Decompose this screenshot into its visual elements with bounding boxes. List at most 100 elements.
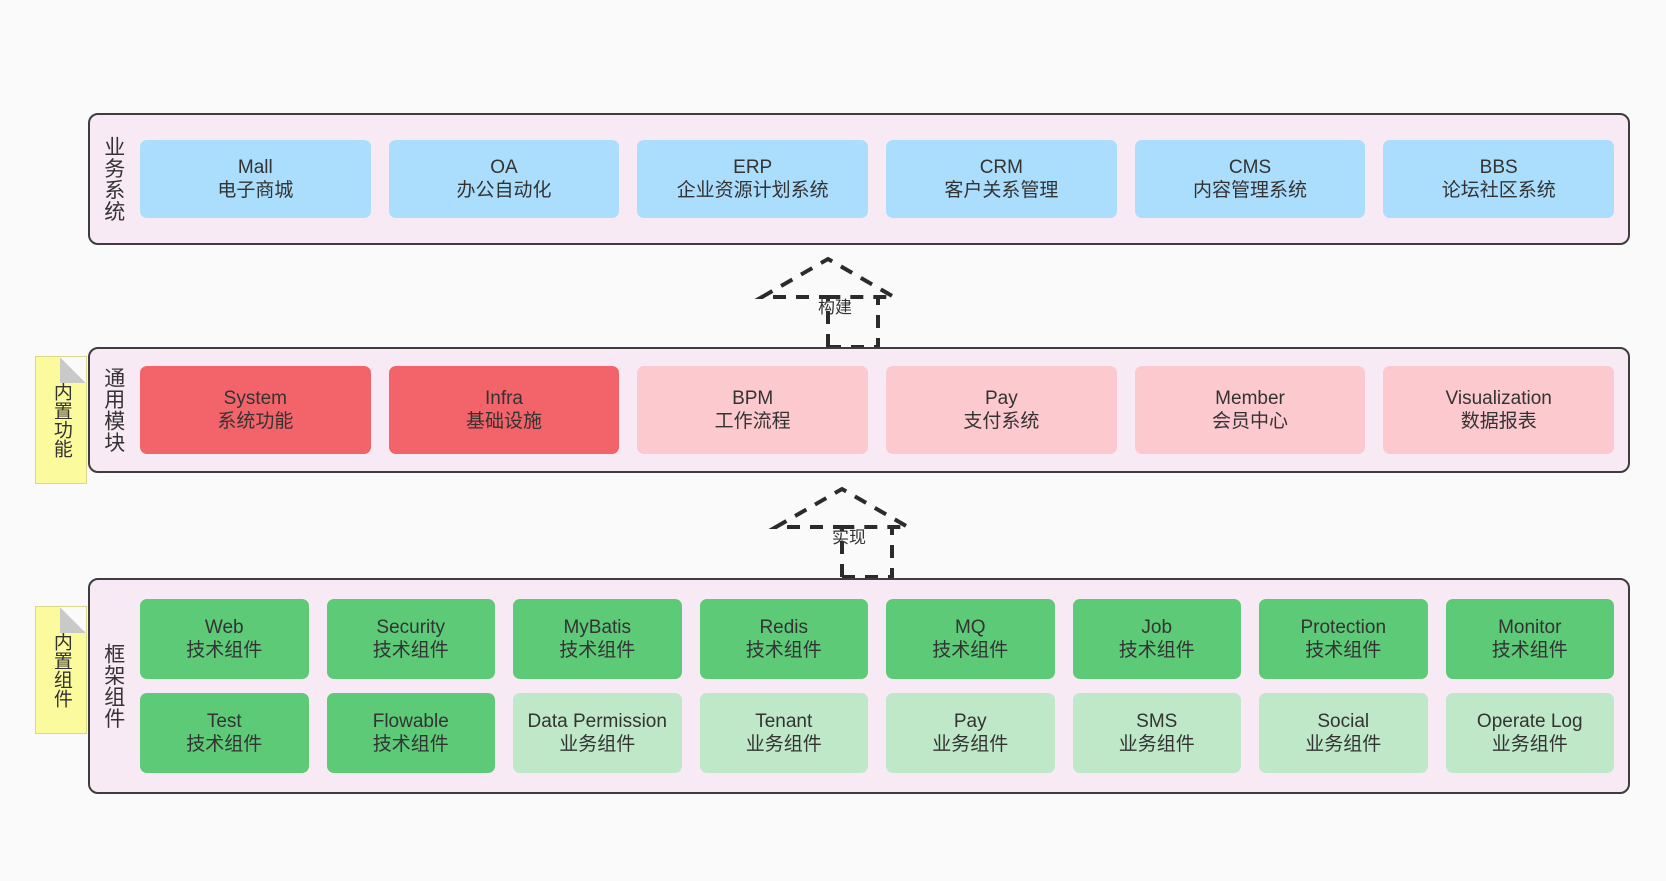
card-title: Social	[1317, 710, 1370, 732]
card-test[interactable]: Test 技术组件	[140, 693, 309, 773]
layer-body-common-module: System 系统功能 Infra 基础设施 BPM 工作流程 Pay 支付系统…	[136, 349, 1628, 471]
card-title: BPM	[732, 387, 774, 409]
card-title: Infra	[484, 387, 524, 409]
build-arrow-icon	[754, 256, 902, 349]
card-bbs[interactable]: BBS 论坛社区系统	[1383, 140, 1615, 218]
card-title: Security	[376, 616, 446, 638]
card-subtitle: 办公自动化	[456, 180, 552, 201]
card-flowable[interactable]: Flowable 技术组件	[326, 693, 495, 773]
card-subtitle: 业务组件	[932, 734, 1009, 755]
connector-build: 构建	[752, 255, 912, 353]
card-operate-log[interactable]: Operate Log 业务组件	[1445, 693, 1614, 773]
card-redis[interactable]: Redis 技术组件	[699, 599, 868, 679]
connector-build-label: 构建	[818, 298, 852, 317]
card-title: Web	[204, 616, 244, 638]
card-row: Web 技术组件 Security 技术组件 MyBatis 技术组件 Redi…	[140, 599, 1614, 679]
connector-implement-label: 实现	[832, 528, 866, 547]
card-title: Redis	[759, 616, 809, 638]
card-title: BBS	[1479, 156, 1518, 178]
implement-arrow-icon	[768, 486, 916, 579]
card-cms[interactable]: CMS 内容管理系统	[1134, 140, 1366, 218]
card-title: Tenant	[755, 710, 813, 732]
card-subtitle: 技术组件	[186, 734, 263, 755]
card-web[interactable]: Web 技术组件	[140, 599, 309, 679]
card-tenant[interactable]: Tenant 业务组件	[699, 693, 868, 773]
card-subtitle: 工作流程	[714, 411, 791, 432]
card-title: MyBatis	[563, 616, 632, 638]
card-subtitle: 业务组件	[1118, 734, 1195, 755]
note-label: 内置功能	[50, 382, 72, 458]
card-subtitle: 技术组件	[372, 734, 449, 755]
card-row: System 系统功能 Infra 基础设施 BPM 工作流程 Pay 支付系统…	[140, 366, 1615, 454]
card-subtitle: 系统功能	[217, 411, 294, 432]
card-title: Job	[1141, 616, 1173, 638]
layer-title-business-system: 业务系统	[101, 136, 125, 222]
card-title: CRM	[979, 156, 1023, 178]
card-subtitle: 业务组件	[1305, 734, 1382, 755]
card-oa[interactable]: OA 办公自动化	[388, 140, 620, 218]
card-title: Protection	[1300, 616, 1387, 638]
card-pay-component[interactable]: Pay 业务组件	[886, 693, 1055, 773]
card-subtitle: 技术组件	[1491, 640, 1568, 661]
layer-business-system: 业务系统 Mall 电子商城 OA 办公自动化 ERP 企业资源计划系统 CRM…	[88, 113, 1630, 245]
card-row: Mall 电子商城 OA 办公自动化 ERP 企业资源计划系统 CRM 客户关系…	[140, 140, 1615, 218]
card-erp[interactable]: ERP 企业资源计划系统	[637, 140, 869, 218]
card-member[interactable]: Member 会员中心	[1134, 366, 1366, 454]
layer-title-common-module: 通用模块	[101, 367, 125, 453]
card-subtitle: 内容管理系统	[1193, 180, 1308, 201]
card-bpm[interactable]: BPM 工作流程	[637, 366, 869, 454]
card-subtitle: 技术组件	[1118, 640, 1195, 661]
card-subtitle: 技术组件	[745, 640, 822, 661]
card-subtitle: 论坛社区系统	[1441, 180, 1556, 201]
card-title: Monitor	[1498, 616, 1562, 638]
card-title: System	[223, 387, 288, 409]
note-builtin-function: 内置功能	[35, 356, 87, 484]
connector-implement: 实现	[766, 485, 926, 583]
card-subtitle: 技术组件	[932, 640, 1009, 661]
card-title: Data Permission	[527, 710, 667, 732]
card-subtitle: 电子商城	[217, 180, 294, 201]
card-job[interactable]: Job 技术组件	[1072, 599, 1241, 679]
card-subtitle: 技术组件	[186, 640, 263, 661]
card-title: OA	[490, 156, 518, 178]
card-infra[interactable]: Infra 基础设施	[388, 366, 620, 454]
card-title: SMS	[1136, 710, 1178, 732]
card-title: Flowable	[372, 710, 449, 732]
card-title: CMS	[1228, 156, 1272, 178]
card-title: Pay	[953, 710, 987, 732]
card-subtitle: 支付系统	[963, 411, 1040, 432]
card-crm[interactable]: CRM 客户关系管理	[886, 140, 1117, 218]
card-sms[interactable]: SMS 业务组件	[1072, 693, 1241, 773]
card-title: Member	[1215, 387, 1285, 409]
card-system[interactable]: System 系统功能	[140, 366, 371, 454]
layer-title-framework-component: 框架组件	[101, 643, 125, 729]
card-mybatis[interactable]: MyBatis 技术组件	[513, 599, 682, 679]
card-monitor[interactable]: Monitor 技术组件	[1445, 599, 1614, 679]
card-subtitle: 业务组件	[559, 734, 636, 755]
note-builtin-component: 内置组件	[35, 606, 87, 734]
card-title: MQ	[954, 616, 986, 638]
card-subtitle: 客户关系管理	[944, 180, 1059, 201]
card-title: ERP	[733, 156, 773, 178]
card-protection[interactable]: Protection 技术组件	[1259, 599, 1428, 679]
card-title: Operate Log	[1476, 710, 1583, 732]
card-subtitle: 会员中心	[1212, 411, 1289, 432]
card-security[interactable]: Security 技术组件	[326, 599, 495, 679]
card-subtitle: 基础设施	[466, 411, 543, 432]
card-subtitle: 企业资源计划系统	[676, 180, 829, 201]
layer-body-business-system: Mall 电子商城 OA 办公自动化 ERP 企业资源计划系统 CRM 客户关系…	[136, 115, 1628, 243]
layer-common-module: 通用模块 System 系统功能 Infra 基础设施 BPM 工作流程 Pay…	[88, 347, 1630, 473]
card-mq[interactable]: MQ 技术组件	[886, 599, 1055, 679]
card-mall[interactable]: Mall 电子商城	[140, 140, 371, 218]
card-subtitle: 数据报表	[1460, 411, 1537, 432]
card-title: Test	[206, 710, 242, 732]
card-data-permission[interactable]: Data Permission 业务组件	[513, 693, 682, 773]
layer-framework-component: 框架组件 Web 技术组件 Security 技术组件 MyBatis 技术组件…	[88, 578, 1630, 794]
card-social[interactable]: Social 业务组件	[1259, 693, 1428, 773]
card-row: Test 技术组件 Flowable 技术组件 Data Permission …	[140, 693, 1614, 773]
card-pay[interactable]: Pay 支付系统	[886, 366, 1117, 454]
card-title: Pay	[984, 387, 1018, 409]
card-visualization[interactable]: Visualization 数据报表	[1383, 366, 1615, 454]
card-subtitle: 业务组件	[1491, 734, 1568, 755]
